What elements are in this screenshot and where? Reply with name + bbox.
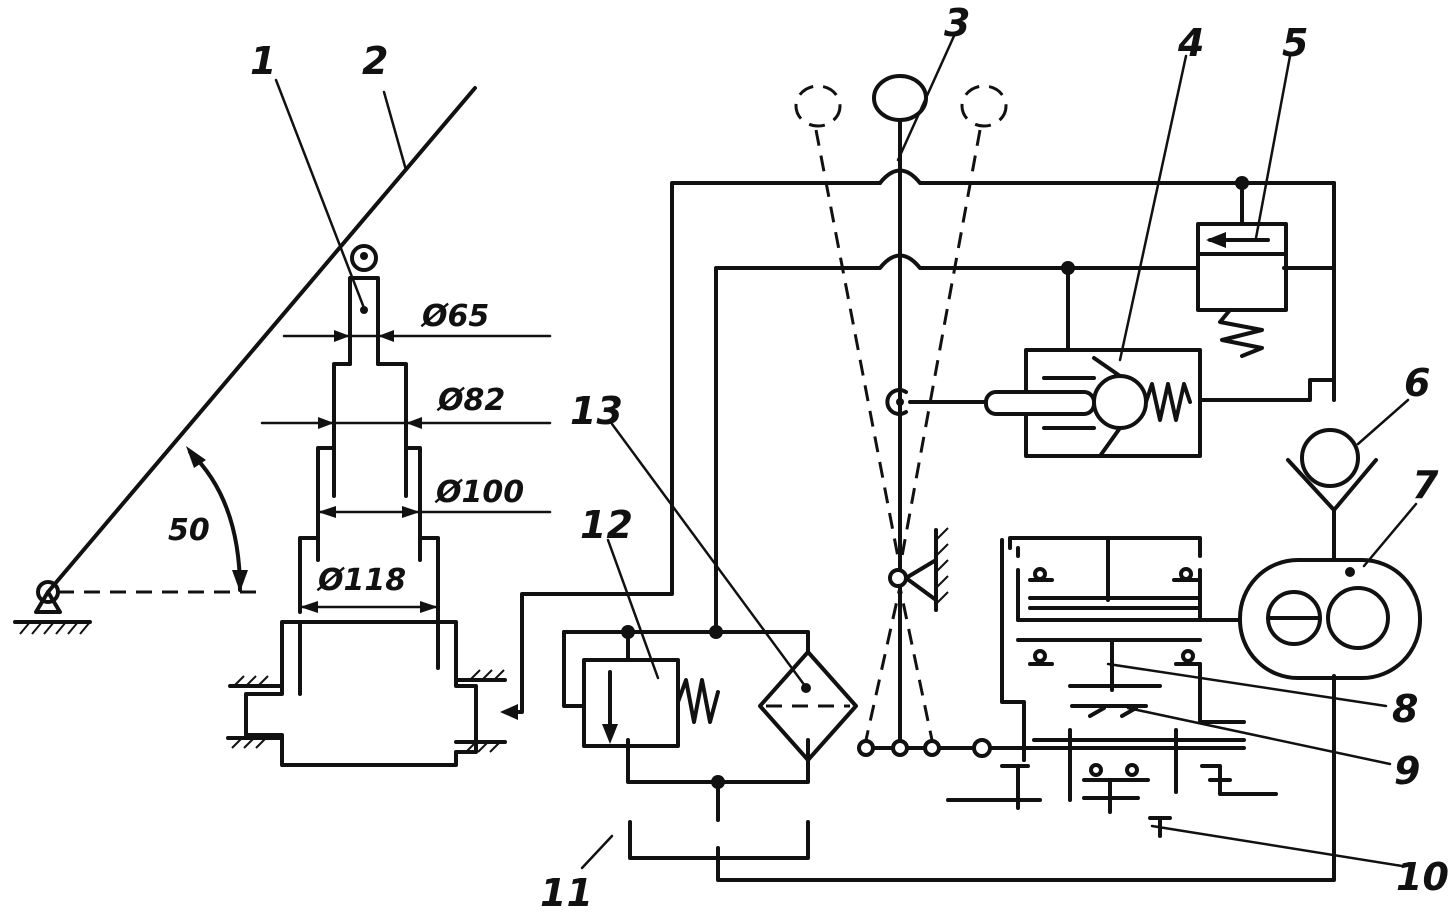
gear-pump-7 <box>1238 558 1422 680</box>
callout-9: 9 <box>1394 749 1420 793</box>
callout-12: 12 <box>580 503 633 547</box>
callout-11: 11 <box>540 871 593 915</box>
callout-7: 7 <box>1412 463 1439 507</box>
relief-valve-12 <box>582 630 720 748</box>
callout-3: 3 <box>944 1 970 45</box>
boom <box>46 86 477 594</box>
callout-4: 4 <box>1177 21 1204 65</box>
hydraulic-lines <box>500 168 1336 882</box>
control-valve-4 <box>984 348 1202 458</box>
leader-lines <box>274 34 1418 870</box>
dimension-angle: 50 <box>168 513 210 548</box>
check-valve-6 <box>1286 428 1378 562</box>
angle-arc <box>188 450 242 592</box>
callout-10: 10 <box>1396 855 1449 899</box>
cylinder-top-roller <box>350 244 378 272</box>
callout-13: 13 <box>570 389 623 433</box>
dimension-d65: Ø65 <box>420 299 489 334</box>
pressure-valve-5 <box>1196 222 1288 358</box>
callout-5: 5 <box>1282 21 1308 65</box>
callout-2: 2 <box>362 39 388 83</box>
callout-8: 8 <box>1392 687 1418 731</box>
boom-and-cylinder <box>13 86 552 767</box>
control-lever-3 <box>794 74 1246 758</box>
callout-1: 1 <box>250 39 276 83</box>
ground-pivot <box>13 580 92 635</box>
callout-6: 6 <box>1404 361 1430 405</box>
dimension-d100: Ø100 <box>434 475 524 510</box>
dimension-d118: Ø118 <box>316 563 406 598</box>
oil-tank <box>628 820 810 860</box>
dimension-d82: Ø82 <box>436 383 505 418</box>
power-take-off-gearbox <box>946 536 1278 838</box>
